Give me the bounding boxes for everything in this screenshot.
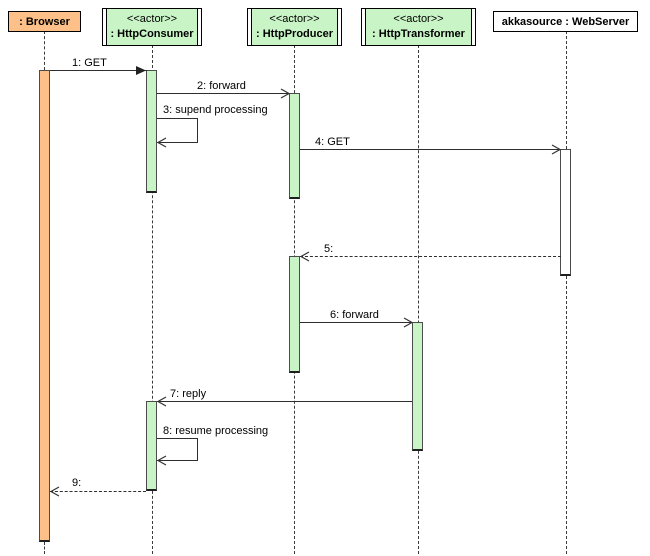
- message-5-label: 5:: [324, 243, 334, 255]
- activation-httpproducer-1: [289, 93, 300, 199]
- arrowhead-open-left-icon: [157, 137, 167, 148]
- lifeline-browser-tail: [44, 542, 45, 554]
- lifeline-webserver: [566, 31, 567, 554]
- arrowhead-open-left-icon: [157, 455, 167, 466]
- participant-httpproducer-stereotype: <<actor>>: [269, 13, 320, 25]
- message-4-label: 4: GET: [315, 136, 350, 148]
- lifeline-httpconsumer: [152, 45, 153, 554]
- message-9-line: [50, 491, 146, 492]
- message-7-label: 7: reply: [170, 388, 207, 400]
- message-8-self-loop: [157, 438, 198, 461]
- message-3-label: 3: supend processing: [163, 104, 268, 116]
- message-6-label: 6: forward: [330, 309, 379, 321]
- activation-webserver: [560, 149, 571, 276]
- activation-httpconsumer-1: [146, 70, 157, 193]
- arrowhead-open-left-icon: [157, 396, 167, 407]
- arrowhead-open-right-icon: [280, 88, 290, 99]
- arrowhead-open-right-icon: [403, 317, 413, 328]
- message-7-line: [157, 401, 412, 402]
- arrowhead-filled-right-icon: [136, 66, 146, 75]
- participant-httpproducer-head: <<actor>> : HttpProducer: [247, 8, 342, 46]
- message-3-self-loop: [157, 118, 198, 143]
- activation-httpproducer-2: [289, 256, 300, 373]
- participant-httpproducer-label: : HttpProducer: [256, 28, 333, 40]
- message-5-line: [300, 256, 561, 257]
- message-8-label: 8: resume processing: [163, 425, 269, 437]
- arrowhead-open-left-icon: [300, 251, 310, 262]
- participant-httpconsumer-inner: <<actor>> : HttpConsumer: [106, 9, 198, 45]
- participant-httpproducer-inner: <<actor>> : HttpProducer: [251, 9, 338, 45]
- lifeline-httptransformer: [418, 45, 419, 554]
- participant-webserver-head: akkasource : WebServer: [493, 11, 638, 32]
- message-2-line: [157, 93, 289, 94]
- participant-httpconsumer-stereotype: <<actor>>: [126, 13, 178, 25]
- arrowhead-open-left-icon: [50, 486, 60, 497]
- participant-httptransformer-stereotype: <<actor>>: [393, 13, 444, 25]
- participant-httptransformer-head: <<actor>> : HttpTransformer: [361, 8, 476, 46]
- arrowhead-open-right-icon: [551, 144, 561, 155]
- message-6-line: [300, 322, 412, 323]
- activation-httpconsumer-2: [146, 401, 157, 491]
- lifeline-browser: [44, 31, 45, 70]
- participant-httptransformer-inner: <<actor>> : HttpTransformer: [365, 9, 472, 45]
- message-4-line: [300, 149, 560, 150]
- message-2-label: 2: forward: [197, 80, 246, 92]
- participant-httpconsumer-label: : HttpConsumer: [110, 28, 194, 40]
- participant-webserver-label: akkasource : WebServer: [501, 15, 630, 28]
- message-9-label: 9:: [72, 477, 82, 489]
- activation-httptransformer: [412, 322, 423, 451]
- participant-httptransformer-label: : HttpTransformer: [372, 28, 465, 40]
- message-1-line: [50, 70, 147, 71]
- activation-browser: [39, 70, 50, 542]
- message-1-label: 1: GET: [72, 57, 107, 69]
- participant-browser-label: : Browser: [19, 15, 70, 28]
- participant-browser-head: : Browser: [8, 11, 81, 32]
- participant-httpconsumer-head: <<actor>> : HttpConsumer: [102, 8, 202, 46]
